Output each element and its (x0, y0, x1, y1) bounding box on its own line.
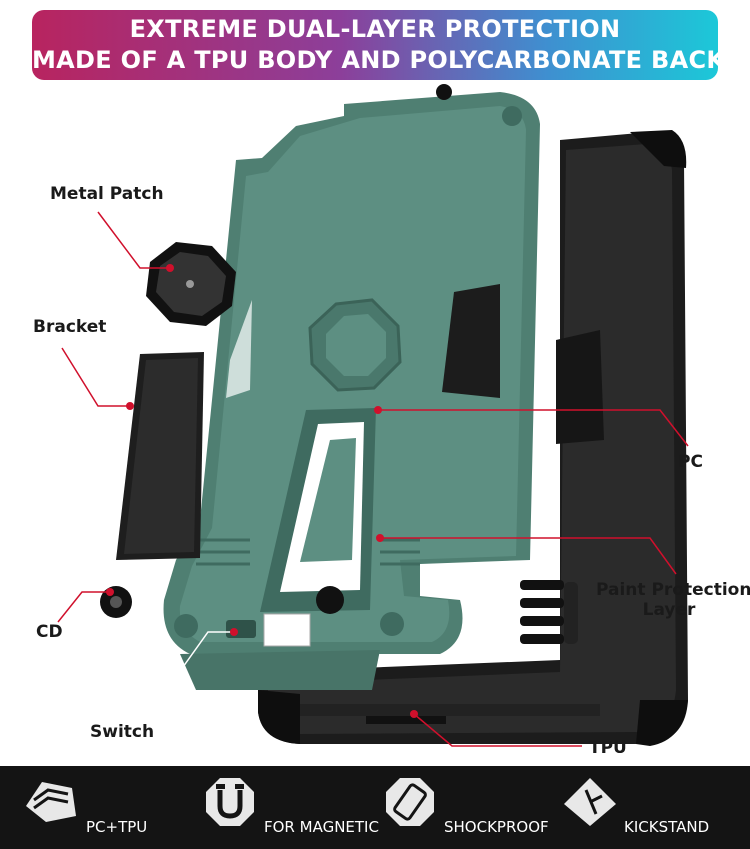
feature-kickstand-label: KICKSTAND (624, 818, 710, 836)
feature-shockproof-label: SHOCKPROOF (444, 818, 549, 836)
feature-magnetic: FOR MAGNETIC (200, 766, 390, 849)
feature-bar: PC+TPU FOR MAGNETIC SHOCKPROOF KICKSTAND (0, 766, 750, 849)
callout-lines (57, 211, 689, 747)
feature-pc-tpu: PC+TPU (20, 766, 190, 849)
callout-cd: CD (36, 622, 63, 642)
feature-pc-tpu-label: PC+TPU (86, 818, 148, 836)
feature-shockproof: SHOCKPROOF (382, 766, 562, 849)
top-screw-shape (436, 84, 452, 100)
callout-switch: Switch (90, 722, 155, 742)
callout-paint-line-1: Paint Protection (596, 580, 750, 600)
callout-bracket: Bracket (33, 317, 107, 337)
tpu-case-shape (258, 130, 688, 746)
callout-tpu: TPU (589, 738, 627, 758)
cd-disc-shape (100, 586, 132, 618)
bracket-shape (116, 352, 204, 560)
header-line-1: EXTREME DUAL-LAYER PROTECTION (129, 15, 621, 43)
pc-shell-shape (163, 92, 540, 690)
layers-icon (26, 782, 76, 822)
feature-magnetic-label: FOR MAGNETIC (264, 818, 379, 836)
callout-paint-protection: Paint Protection Layer (596, 580, 750, 620)
header-line-2: MADE OF A TPU BODY AND POLYCARBONATE BAC… (32, 46, 726, 74)
header-banner: EXTREME DUAL-LAYER PROTECTION MADE OF A … (32, 10, 726, 80)
callout-pc: PC (678, 452, 703, 472)
callout-paint-line-2: Layer (642, 600, 696, 620)
magnet-icon (206, 778, 254, 826)
product-illustration (57, 84, 689, 747)
callout-metal-patch: Metal Patch (50, 184, 164, 204)
screw-shape (316, 586, 344, 614)
shield-phone-icon (386, 778, 434, 826)
kickstand-icon (564, 778, 616, 826)
feature-kickstand: KICKSTAND (560, 766, 740, 849)
callout-dots (106, 264, 418, 718)
